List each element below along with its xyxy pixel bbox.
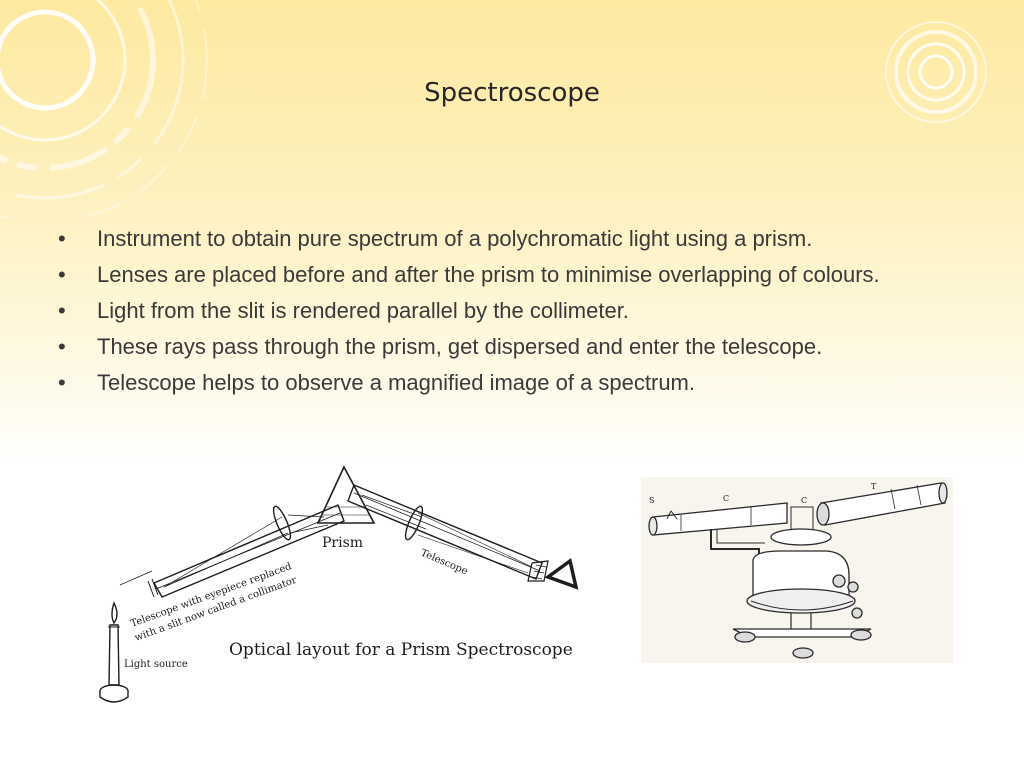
prism-table <box>770 528 832 546</box>
instrument-label-c2: C <box>801 496 807 505</box>
telescope-tube <box>347 484 543 580</box>
bullet-text: These rays pass through the prism, get d… <box>97 334 823 359</box>
light-source-lamp <box>99 601 129 703</box>
eye-icon <box>544 558 579 590</box>
bullet-item: • Light from the slit is rendered paralle… <box>58 296 958 326</box>
collimator-tube <box>153 504 345 598</box>
bullet-item: • Lenses are placed before and after the … <box>58 260 958 290</box>
bullet-text: Lenses are placed before and after the p… <box>97 262 880 287</box>
light-source-label: Light source <box>124 659 188 670</box>
prism-label: Prism <box>322 535 363 551</box>
bullet-item: • Telescope helps to observe a magnified … <box>58 368 958 398</box>
bullet-marker: • <box>58 298 66 323</box>
bullet-text: Instrument to obtain pure spectrum of a … <box>97 226 813 251</box>
instrument-label-t: T <box>871 482 877 491</box>
bullet-marker: • <box>58 334 66 359</box>
collimator-lens <box>272 505 292 541</box>
telescope-label: Telescope <box>419 548 469 578</box>
instrument-label-c1: C <box>723 494 729 503</box>
telescope-tube <box>820 482 946 526</box>
decorative-rings <box>0 0 987 220</box>
telescope-lens <box>404 505 424 541</box>
bullet-marker: • <box>58 370 66 395</box>
bullet-marker: • <box>58 262 66 287</box>
figure-caption: Optical layout for a Prism Spectroscope <box>229 640 573 660</box>
bullet-item: • These rays pass through the prism, get … <box>58 332 958 362</box>
instrument-label-s: S <box>649 496 654 505</box>
bullet-item: • Instrument to obtain pure spectrum of a… <box>58 224 958 254</box>
spectrometer-illustration: S C C T <box>641 477 953 663</box>
bullet-text: Light from the slit is rendered parallel… <box>97 298 629 323</box>
bullet-text: Telescope helps to observe a magnified i… <box>97 370 695 395</box>
bullet-marker: • <box>58 226 66 251</box>
divided-circle <box>746 588 856 614</box>
bullet-list: • Instrument to obtain pure spectrum of a… <box>58 224 958 404</box>
slide-title: Spectroscope <box>424 78 600 108</box>
prism <box>316 465 376 524</box>
optical-layout-figure: Prism Telescope Telescope with eyepiece … <box>99 465 579 703</box>
collimator-tube <box>652 502 788 536</box>
